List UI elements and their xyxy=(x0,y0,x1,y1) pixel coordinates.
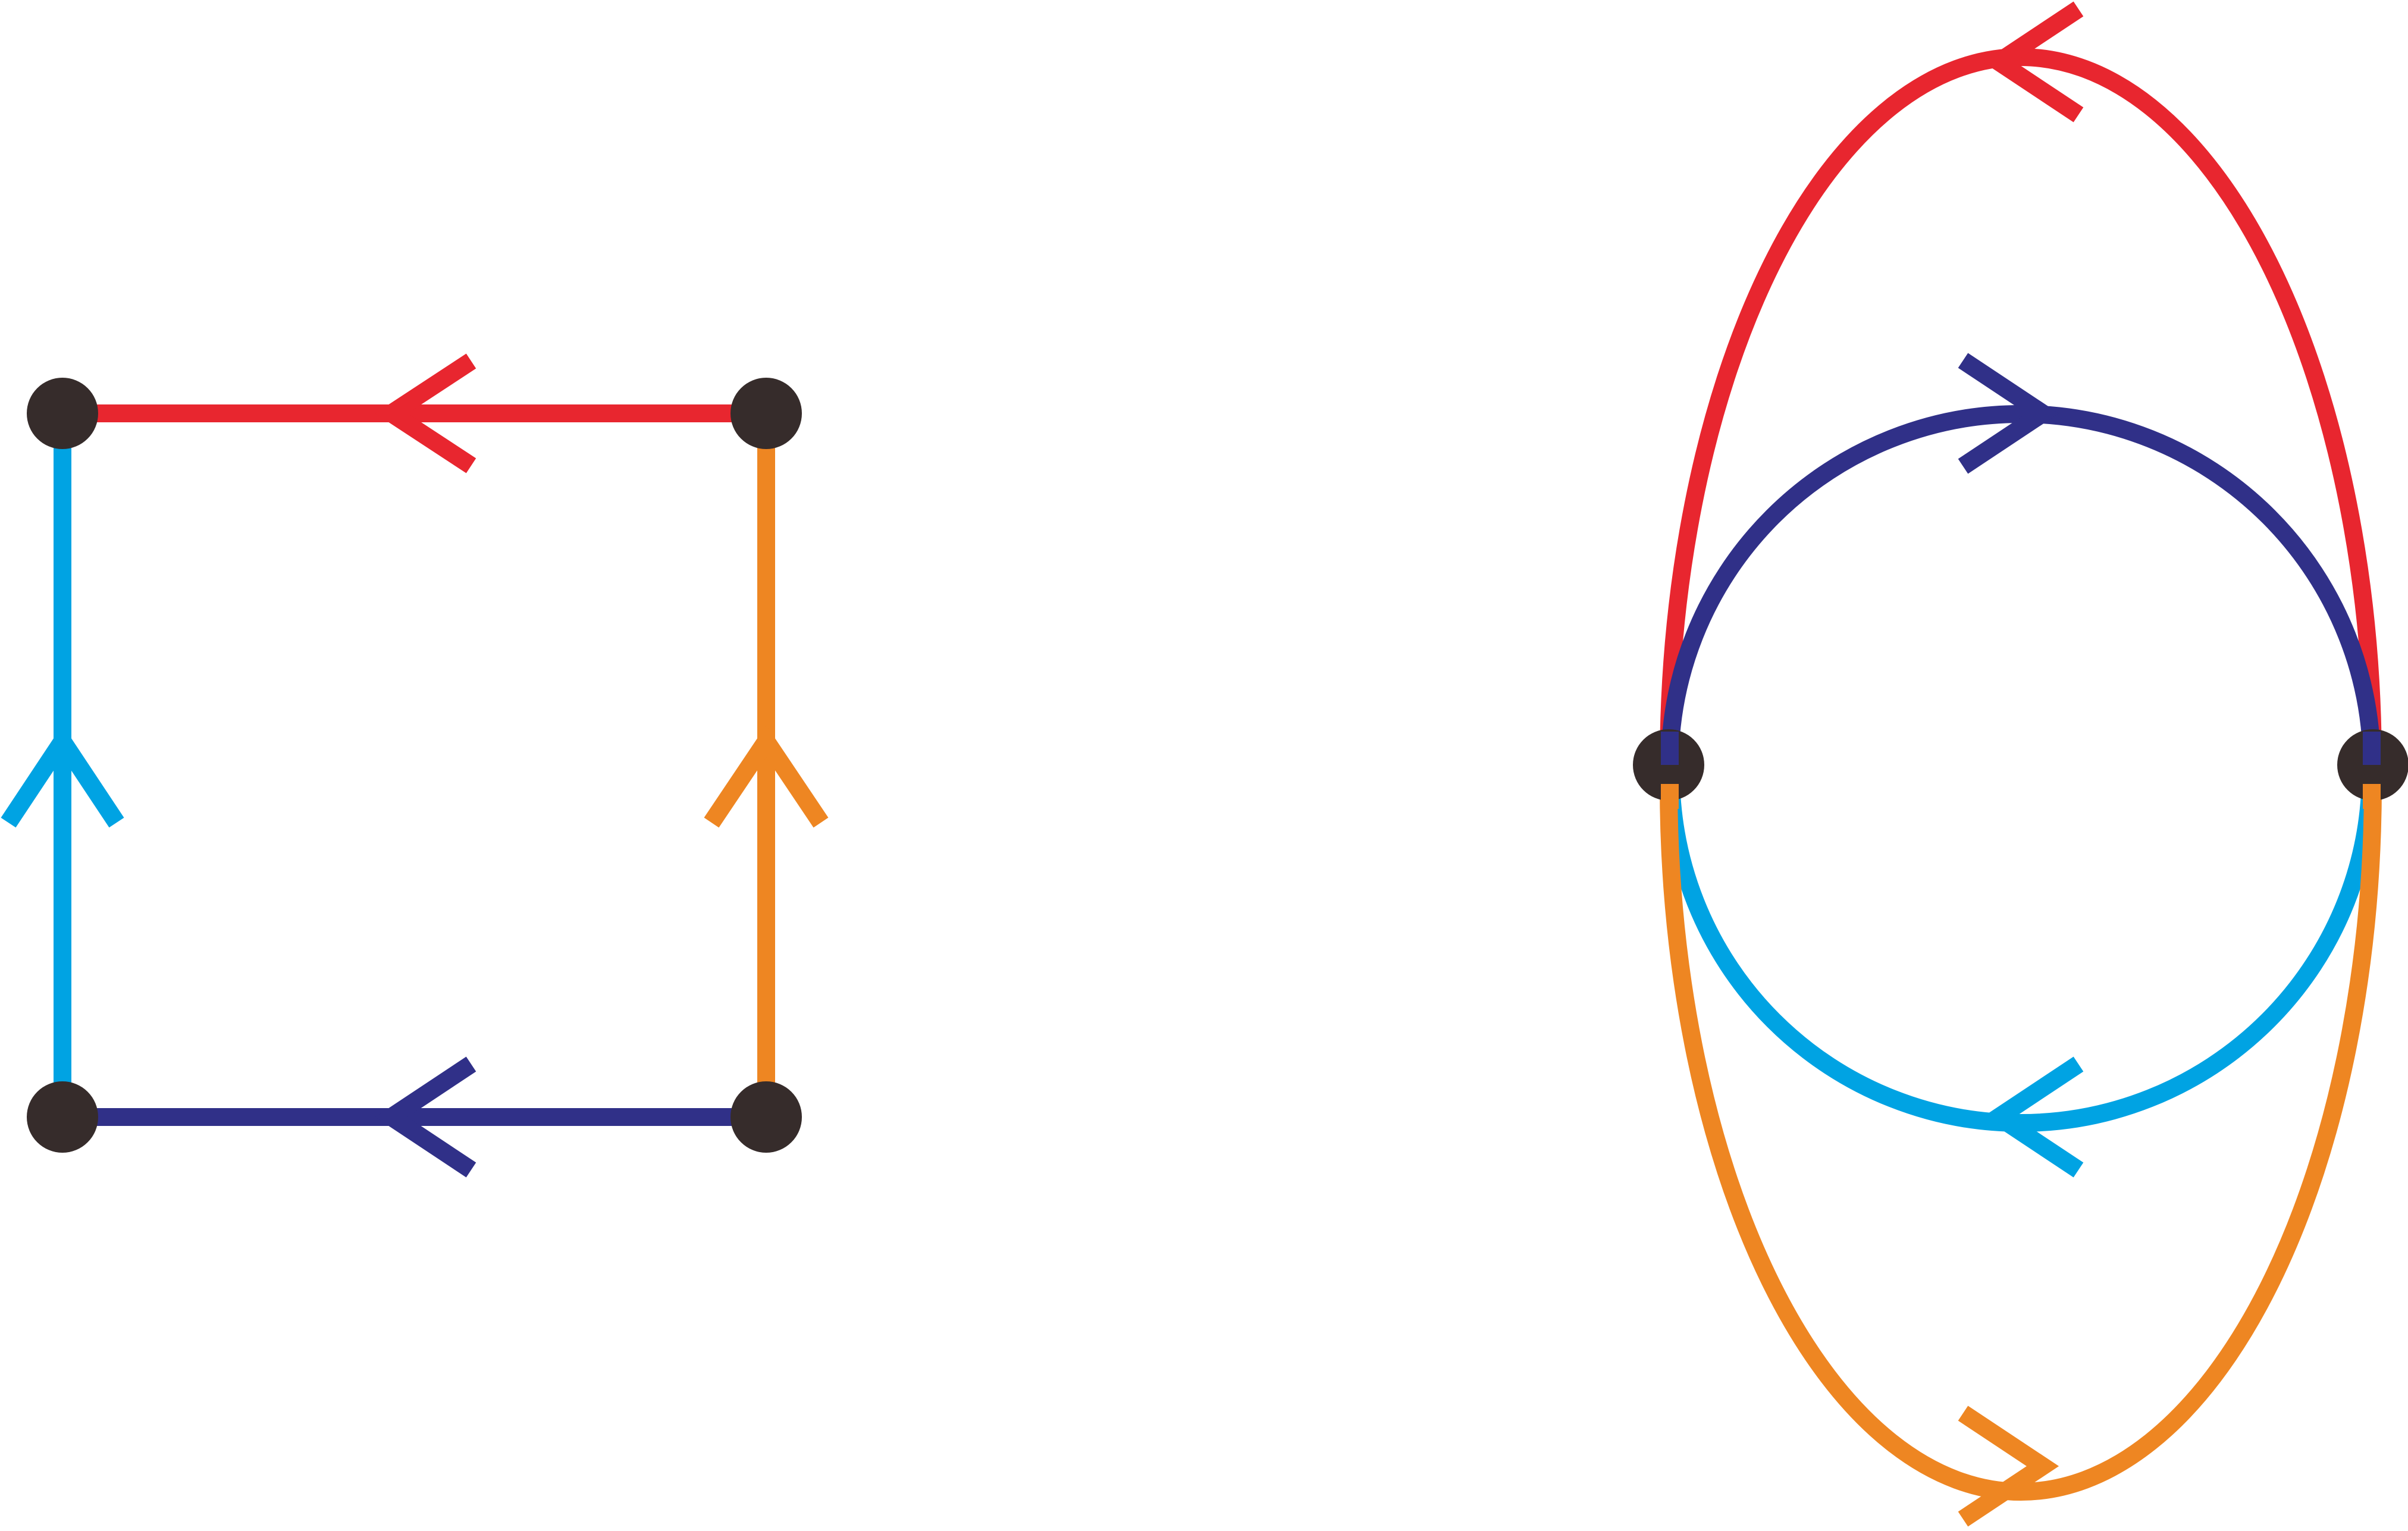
node-bottom-left xyxy=(27,1081,98,1153)
arrowhead-right-orange xyxy=(704,725,829,828)
arrowhead-inner-top-navy xyxy=(1958,353,2059,474)
left-graph xyxy=(1,353,829,1178)
node-bottom-right xyxy=(730,1081,802,1153)
node-top-right xyxy=(730,378,802,449)
arrowhead-top-red xyxy=(375,353,476,473)
arrowhead-outer-bottom-orange xyxy=(1958,1405,2059,1527)
edge-inner-top-navy xyxy=(1661,405,2381,766)
arrowhead-bottom-navy xyxy=(375,1056,476,1178)
node-top-left xyxy=(27,378,98,449)
arrowhead-outer-top-red xyxy=(1982,1,2084,123)
edge-inner-bottom-blue xyxy=(1662,773,2379,1132)
edge-outer-bottom-orange xyxy=(1660,783,2382,1501)
arrowhead-inner-bottom-blue xyxy=(1982,1056,2084,1178)
arrowhead-left-blue xyxy=(1,724,124,828)
right-graph xyxy=(1633,1,2408,1527)
